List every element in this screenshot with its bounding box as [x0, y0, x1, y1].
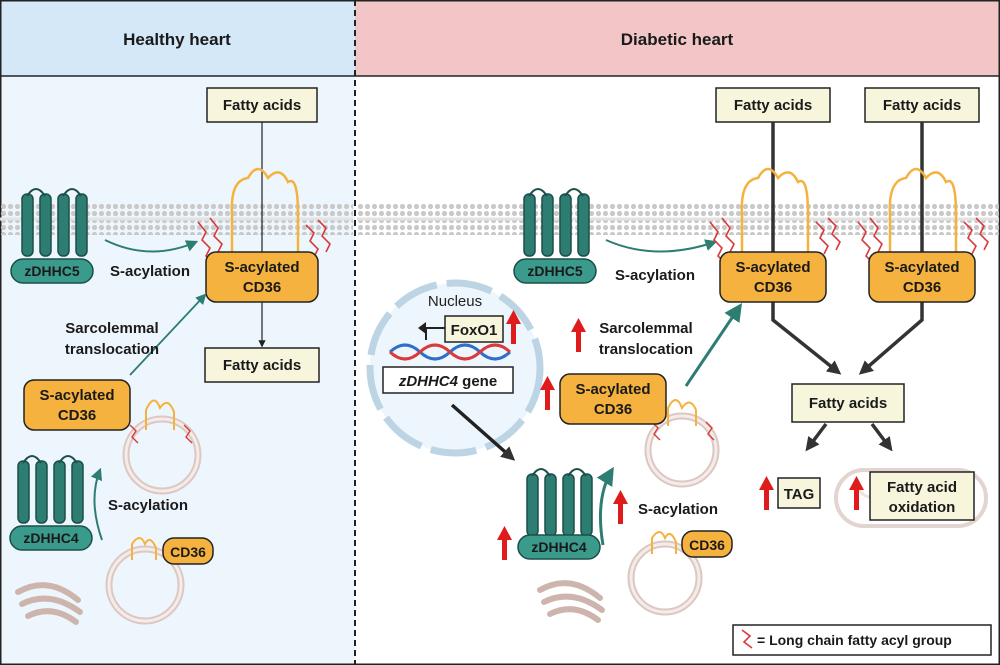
up-arrow-icon-foxo1 [506, 310, 521, 344]
diabetic-header-bg [355, 0, 1000, 76]
healthy-heart-title: Healthy heart [123, 30, 231, 49]
s-acylation-label-2: S-acylation [108, 497, 188, 514]
golgi-icon-healthy [15, 582, 83, 625]
cd36-membrane-diabetic-1-line2: CD36 [754, 279, 792, 296]
cd36-plain-healthy: CD36 [170, 544, 206, 560]
vesicle-cd36-healthy-icon [105, 537, 185, 625]
fatty-acids-diabetic-2: Fatty acids [883, 97, 961, 114]
zdhhc4-gene-label: zDHHC4 gene [398, 373, 497, 390]
sarcolemma-healthy [0, 203, 353, 235]
oxidation-label-line1: Fatty acid [887, 479, 957, 496]
s-acylation-label-1: S-acylation [110, 263, 190, 280]
s-acylation-label-diabetic-2: S-acylation [638, 501, 718, 518]
cd36-vesicle-diabetic-line1: S-acylated [575, 381, 650, 398]
cd36-plain-diabetic: CD36 [689, 537, 725, 553]
fatty-acids-diabetic-1: Fatty acids [734, 97, 812, 114]
fatty-acids-bottom-healthy: Fatty acids [223, 357, 301, 374]
cd36-transmembrane-icon-diabetic-1 [709, 167, 841, 265]
cd36-membrane-diabetic-1-line1: S-acylated [735, 259, 810, 276]
vesicle-acylated-diabetic-icon [644, 399, 720, 488]
healthy-header-bg [0, 0, 355, 76]
cd36-membrane-healthy-line2: CD36 [243, 279, 281, 296]
zdhhc5-protein-icon-diabetic [523, 188, 590, 257]
zdhhc5-protein-icon [21, 188, 88, 257]
up-arrow-icon-s-acylation [613, 490, 628, 524]
zdhhc4-label-healthy: zDHHC4 [23, 530, 78, 546]
up-arrow-icon-zdhhc4 [497, 526, 512, 560]
golgi-icon-diabetic [537, 580, 605, 623]
cd36-membrane-healthy-line1: S-acylated [224, 259, 299, 276]
acyl-group-legend-icon [741, 629, 753, 649]
vesicle-cd36-diabetic-icon [627, 531, 703, 616]
fatty-acids-diabetic-merge: Fatty acids [809, 395, 887, 412]
diabetic-heart-title: Diabetic heart [621, 30, 734, 49]
oxidation-label-line2: oxidation [889, 499, 956, 516]
s-acylation-label-diabetic-1: S-acylation [615, 267, 695, 284]
zdhhc4-protein-icon-healthy [17, 455, 84, 524]
zdhhc4-label-diabetic: zDHHC4 [531, 539, 586, 555]
cd36-vesicle-healthy-line2: CD36 [58, 407, 96, 424]
vesicle-acylated-healthy-icon [122, 399, 202, 495]
fatty-acids-top-healthy: Fatty acids [223, 97, 301, 114]
translocation-label-healthy-line2: translocation [65, 341, 159, 358]
translocation-label-healthy-line1: Sarcolemmal [65, 320, 158, 337]
zdhhc5-label: zDHHC5 [24, 263, 79, 279]
translocation-label-diabetic-line1: Sarcolemmal [599, 320, 692, 337]
tag-label: TAG [784, 486, 815, 503]
zdhhc5-label-diabetic: zDHHC5 [527, 263, 582, 279]
sarcolemma-diabetic [357, 203, 999, 235]
up-arrow-icon-translocation [571, 318, 586, 352]
cd36-transmembrane-icon-diabetic-2 [857, 167, 989, 265]
translocation-label-diabetic-line2: translocation [599, 341, 693, 358]
up-arrow-icon-tag [759, 476, 774, 510]
cd36-vesicle-diabetic-line2: CD36 [594, 401, 632, 418]
nucleus-label: Nucleus [428, 293, 482, 310]
legend-text: = Long chain fatty acyl group [757, 632, 952, 648]
up-arrow-icon-cd36-vesicle [540, 376, 555, 410]
foxo1-label: FoxO1 [451, 322, 498, 339]
up-arrow-icon-oxidation [849, 476, 864, 510]
cd36-membrane-diabetic-2-line2: CD36 [903, 279, 941, 296]
dna-helix-icon [388, 343, 512, 361]
cd36-vesicle-healthy-line1: S-acylated [39, 387, 114, 404]
cd36-membrane-diabetic-2-line1: S-acylated [884, 259, 959, 276]
legend-box [732, 624, 992, 656]
